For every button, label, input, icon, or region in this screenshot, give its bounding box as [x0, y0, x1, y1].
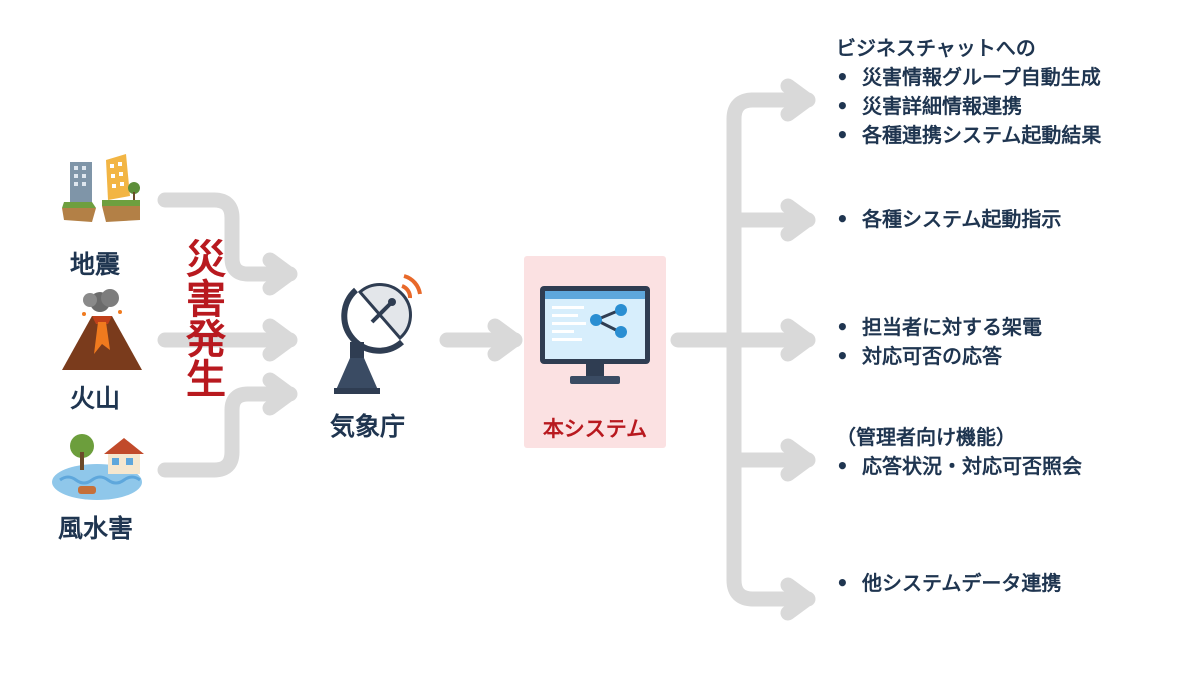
arrow-flood-to-agency: [157, 386, 298, 478]
arrow-earthquake-to-agency: [157, 192, 298, 282]
arrowhead-1: [262, 252, 297, 296]
list-item: •応答状況・対応可否照会: [836, 454, 1082, 478]
list-item: •対応可否の応答: [836, 344, 1002, 368]
flood-icon: [52, 434, 144, 500]
list-item: •他システムデータ連携: [836, 571, 1062, 595]
output-admin-functions: （管理者向け機能） •応答状況・対応可否照会: [836, 423, 1082, 481]
volcano-icon: [62, 289, 142, 370]
arrowhead-2: [262, 318, 297, 362]
output-phone-call: •担当者に対する架電 •対応可否の応答: [836, 313, 1042, 371]
list-item: •災害詳細情報連携: [836, 94, 1022, 118]
disaster-occurrence-label: 災害発生: [179, 238, 225, 398]
arrowhead-3: [262, 372, 297, 416]
output-data-link: •他システムデータ連携: [836, 569, 1061, 598]
output-header: （管理者向け機能）: [836, 425, 1016, 449]
list-item: •担当者に対する架電: [836, 315, 1042, 339]
output-system-start: •各種システム起動指示: [836, 205, 1061, 234]
satellite-dish-icon: [334, 274, 422, 394]
source-label-earthquake: 地震: [70, 250, 121, 279]
list-item: •各種連携システム起動結果: [836, 123, 1102, 147]
output-header: ビジネスチャットへの: [836, 36, 1036, 60]
list-item: •各種システム起動指示: [836, 207, 1062, 231]
source-label-flood: 風水害: [58, 514, 134, 543]
monitor-share-icon: [540, 286, 650, 384]
system-label: 本システム: [542, 417, 648, 441]
output-trunk: [726, 92, 761, 607]
agency-label: 気象庁: [330, 412, 406, 441]
list-item: •災害情報グループ自動生成: [836, 65, 1101, 89]
output-business-chat: ビジネスチャットへの •災害情報グループ自動生成 •災害詳細情報連携 •各種連携…: [836, 34, 1101, 150]
source-label-volcano: 火山: [70, 384, 121, 413]
earthquake-icon: [62, 154, 140, 222]
